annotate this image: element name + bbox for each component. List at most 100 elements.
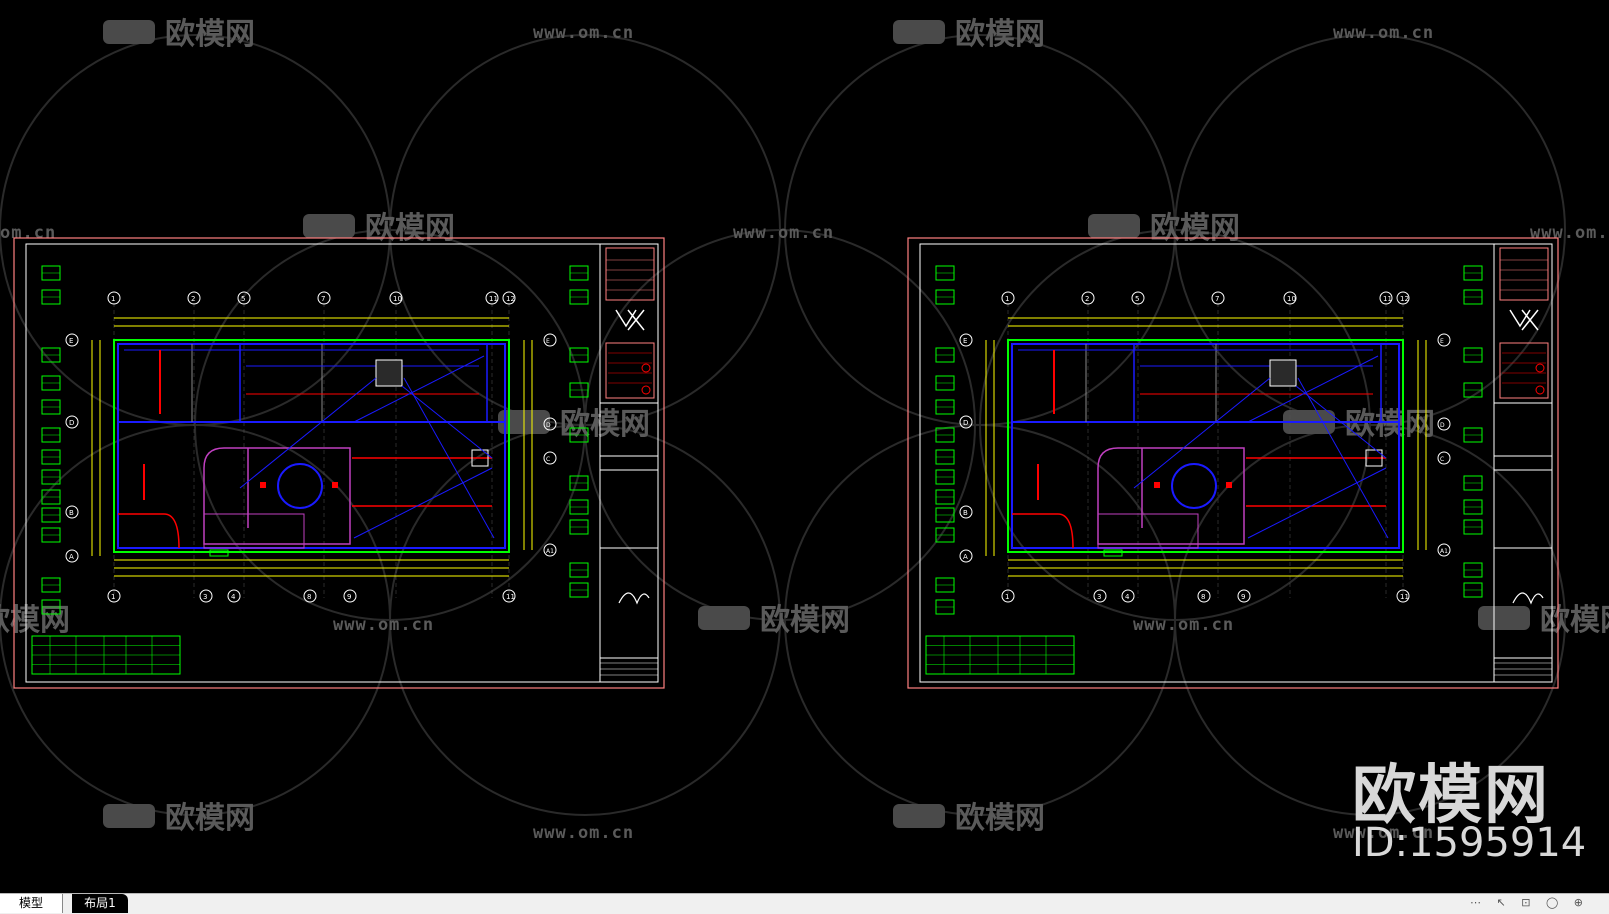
grid-label-top: 5: [1135, 295, 1139, 303]
grid-label-top: 1: [1005, 295, 1009, 303]
watermark-logo: [103, 804, 155, 828]
grid-label-right: D: [1440, 422, 1445, 429]
grid-bubble-bottom: [1093, 589, 1107, 603]
watermark-url: www.om.cn: [733, 223, 834, 243]
grid-bubble-left: [959, 505, 973, 519]
watermark-logo: [1478, 606, 1530, 630]
side-tags: [41, 265, 589, 615]
signature: [1512, 592, 1544, 605]
grid-bubble-top: [107, 291, 121, 305]
grid-label-top: 7: [321, 295, 325, 303]
grid-label-top: 2: [191, 295, 195, 303]
watermark-layer: 欧模网欧模网欧模网欧模网欧模网欧模网欧模网欧模网欧模网欧模网欧模网www.om.…: [0, 17, 1609, 843]
grid-label-bottom: 9: [1241, 593, 1245, 601]
grid-label-left: D: [69, 419, 74, 427]
grid-label-bottom: 4: [231, 593, 236, 601]
tab-layout1[interactable]: 布局1: [72, 894, 128, 913]
watermark-brand: 欧模网: [1088, 211, 1240, 246]
watermark-brand-text: 欧模网: [955, 17, 1045, 52]
grid-bubble-top: [1396, 291, 1410, 305]
grid-bubble-bottom: [1001, 589, 1015, 603]
grid-bubble-top: [237, 291, 251, 305]
grid-label-left: D: [963, 419, 968, 427]
grid-label-bottom: 9: [347, 593, 351, 601]
grid-label-left: E: [69, 337, 73, 345]
grid-bubble-left: [959, 415, 973, 429]
grid-bubble-left: [65, 505, 79, 519]
sheet-inner-frame: [25, 243, 659, 683]
watermark-brand-text: 欧模网: [365, 211, 455, 246]
column: [1269, 359, 1297, 387]
grid-bubble-top: [1211, 291, 1225, 305]
watermark-url: www.om.cn: [533, 823, 634, 843]
grid-bubble-top: [1283, 291, 1297, 305]
light-fixture: [1154, 482, 1160, 488]
logo-mark: [615, 309, 645, 331]
grid-label-bottom: 11: [506, 593, 515, 601]
watermark-logo: [103, 20, 155, 44]
grid-label-right: D: [546, 422, 551, 429]
grid-label-left: A: [69, 553, 74, 561]
grid-label-top: 5: [241, 295, 245, 303]
grid-label-top: 1: [111, 295, 115, 303]
grid-bubble-bottom: [1197, 589, 1211, 603]
grid-bubble-top: [187, 291, 201, 305]
grid-bubble-left: [959, 333, 973, 347]
watermark-brand-text: 欧模网: [560, 407, 650, 442]
grid-bubble-bottom: [199, 589, 213, 603]
grid-bubble-left: [65, 415, 79, 429]
grid-label-top: 7: [1215, 295, 1219, 303]
watermark-brand-text: 欧模网: [165, 801, 255, 836]
watermark-logo: [1088, 214, 1140, 238]
grid-bubble-right: [543, 451, 557, 465]
grid-bubble-right: [543, 333, 557, 347]
watermark-url: www.om.cn: [1133, 615, 1234, 635]
dimension-lines: [985, 317, 1427, 577]
grid-label-top: 12: [1400, 295, 1409, 303]
grid-label-top: 11: [1383, 295, 1392, 303]
watermark-brand: 欧模网: [698, 603, 850, 638]
tab-model[interactable]: 模型: [0, 894, 63, 913]
grid-label-right: C: [1440, 456, 1444, 463]
watermark-brand-text: 欧模网: [760, 603, 850, 638]
grid-bubble-right: [1437, 451, 1451, 465]
watermark-brand: 欧模网: [1478, 603, 1609, 638]
cad-model-space[interactable]: 欧模网欧模网欧模网欧模网欧模网欧模网欧模网欧模网欧模网欧模网欧模网www.om.…: [0, 0, 1609, 893]
watermark-brand-text: 欧模网: [1345, 407, 1435, 442]
column: [375, 359, 403, 387]
watermark-brand: 欧模网: [0, 603, 70, 638]
legend-table: [31, 635, 181, 675]
grid-label-right: C: [546, 456, 550, 463]
grid-bubble-top: [1379, 291, 1393, 305]
grid-bubble-bottom: [107, 589, 121, 603]
watermark-brand: 欧模网: [893, 801, 1045, 836]
grid-bubble-right: [543, 417, 557, 431]
watermark-logo: [893, 20, 945, 44]
watermark-brand-text: 欧模网: [1150, 211, 1240, 246]
grid-label-bottom: 3: [203, 593, 207, 601]
sheet-outer-frame: [907, 237, 1559, 689]
grid-bubble-bottom: [1121, 589, 1135, 603]
grid-label-right: E: [546, 338, 550, 345]
grid-label-top: 2: [1085, 295, 1089, 303]
grid-bubble-bottom: [1237, 589, 1251, 603]
grid-bubble-top: [389, 291, 403, 305]
status-bar-icons: ⋯ ↖ ⊡ ◯ ⊕: [1470, 896, 1589, 909]
grid-label-top: 10: [393, 295, 402, 303]
floor-plan: [113, 339, 510, 561]
grid-label-right: E: [1440, 338, 1444, 345]
watermark-brand-large: 欧模网: [1352, 759, 1550, 833]
round-ceiling: [277, 463, 323, 509]
grid-label-left: E: [963, 337, 967, 345]
cad-drawing[interactable]: 欧模网欧模网欧模网欧模网欧模网欧模网欧模网欧模网欧模网欧模网欧模网www.om.…: [0, 0, 1609, 893]
watermark-url: www.om.cn: [1333, 23, 1434, 43]
sheet-outer-frame: [13, 237, 665, 689]
grid-bubble-left: [65, 333, 79, 347]
watermark-url-partial: om.cn: [0, 223, 56, 243]
grid-bubble-bottom: [227, 589, 241, 603]
grid-label-right: A1: [1440, 548, 1448, 555]
watermark-brand: 欧模网: [893, 17, 1045, 52]
